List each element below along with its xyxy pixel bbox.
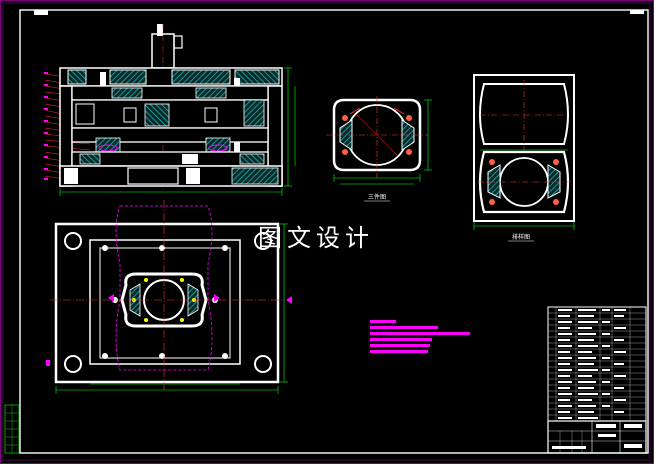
watermark-text: 图文设计 [258, 224, 374, 252]
strip-layout-view: 排样图 [473, 74, 575, 242]
lower-die-plan-view [46, 200, 292, 394]
part-view: 三件图 [326, 96, 432, 202]
part-view-caption: 三件图 [368, 193, 386, 201]
bill-of-materials [547, 306, 647, 422]
technical-notes [370, 320, 470, 353]
title-block [547, 420, 647, 454]
strip-view-caption: 排样图 [512, 233, 530, 241]
margin-strip [4, 404, 20, 454]
die-assembly-section-view [44, 24, 296, 196]
